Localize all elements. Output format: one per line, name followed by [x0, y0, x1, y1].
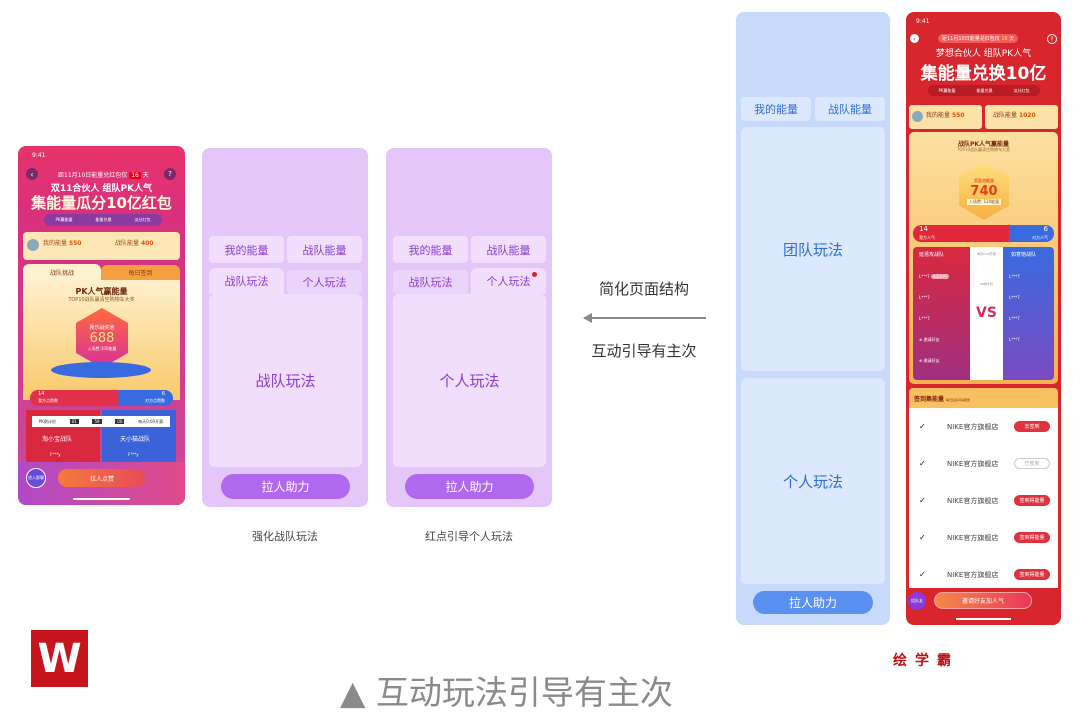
team-left-name: 淘小宝战队	[42, 436, 73, 443]
invite-friends-button[interactable]: 邀请好友加人气	[934, 592, 1032, 609]
energy-bar[interactable]: 我的能量 550 战队能量 400	[23, 232, 180, 260]
wireframe-team-emphasis: 我的能量 战队能量 战队玩法 个人玩法 战队玩法 拉人助力	[202, 148, 368, 507]
team-play-area[interactable]: 团队玩法	[741, 127, 885, 371]
nike-logo-icon: ✓	[919, 570, 926, 579]
card-subtitle: TOP10战队赢清空购物车大奖	[956, 147, 1011, 152]
countdown: 距11月10日能量兑红包仅 16 天	[58, 172, 149, 179]
tab-my-energy[interactable]: 我的能量	[741, 97, 811, 121]
brand-name: 绘学霸	[893, 653, 959, 669]
vs-label: VS	[976, 305, 997, 321]
arrow-label-top: 简化页面结构	[598, 280, 689, 298]
tab-team-energy[interactable]: 战队能量	[471, 236, 546, 263]
shop-row: ✓NIKE官方旗舰店签到得能量	[909, 556, 1058, 588]
arrow-left-icon	[584, 317, 706, 319]
wireframe-red-dot: 我的能量 战队能量 战队玩法 个人玩法 个人玩法 拉人助力	[386, 148, 552, 507]
shop-row: ✓NIKE官方旗舰店签到得能量	[909, 519, 1058, 556]
back-button[interactable]: ‹	[26, 168, 38, 180]
home-indicator	[73, 498, 130, 500]
stage: PK赢能量	[55, 217, 73, 222]
shop-row: ✓NIKE官方旗舰店签到得能量	[909, 482, 1058, 519]
red-dot-badge	[532, 272, 537, 277]
title: 集能量瓜分10亿红包	[31, 194, 172, 212]
footer-title: ▲ 互动玩法引导有主次	[340, 673, 673, 712]
nike-logo-icon: ✓	[919, 422, 926, 431]
stage: 瓜分红包	[134, 217, 151, 222]
stages: PK赢能量 能量兑换 瓜分红包	[44, 214, 162, 226]
tab-daily-signin[interactable]: 每日签到	[101, 265, 180, 280]
countdown: 距11月10日能量兑红包仅 16 天	[938, 34, 1019, 43]
home-indicator	[956, 618, 1011, 620]
card-title: PK人气赢能量	[75, 287, 128, 296]
status-time: 9:41	[916, 18, 930, 25]
help-button[interactable]: ?	[164, 168, 176, 180]
signin-button[interactable]: 签到得能量	[1014, 532, 1050, 543]
stages: PK赢能量能量兑换瓜分红包	[928, 85, 1040, 96]
invite-help-button[interactable]: 拉人助力	[405, 474, 534, 499]
platform	[51, 362, 151, 378]
shop-list: ✓NIKE官方旗舰店去签到 ✓NIKE官方旗舰店已签到 ✓NIKE官方旗舰店签到…	[909, 408, 1058, 588]
pk-card: 战队PK人气赢能量 TOP10战队赢清空购物车大奖 奖励池能量 740 入场费:…	[909, 132, 1058, 384]
subtab-team[interactable]: 战队玩法	[209, 268, 284, 294]
my-energy-card[interactable]: 我的能量 550	[909, 105, 982, 129]
caption-2: 红点引导个人玩法	[425, 530, 513, 543]
signin-button[interactable]: 签到得能量	[1014, 569, 1050, 580]
invite-help-button[interactable]: 拉人助力	[221, 474, 350, 499]
shop-row: ✓NIKE官方旗舰店已签到	[909, 445, 1058, 482]
help-button[interactable]: ?	[1047, 34, 1057, 44]
signed-button[interactable]: 已签到	[1014, 458, 1050, 469]
team-play-area[interactable]: 战队玩法	[209, 294, 362, 467]
title: 集能量兑换10亿	[920, 64, 1047, 84]
team-energy-card[interactable]: 战队能量 1020	[985, 105, 1058, 129]
personal-play-area[interactable]: 个人玩法	[393, 294, 546, 467]
invite-friend-button[interactable]: ⊕ 邀请好友	[919, 337, 940, 342]
nike-logo-icon: ✓	[919, 496, 926, 505]
arrow-label-bottom: 互动引导有主次	[591, 342, 697, 360]
signin-button[interactable]: 去签到	[1014, 421, 1050, 432]
personal-play-area[interactable]: 个人玩法	[741, 378, 885, 584]
avatar	[27, 239, 39, 251]
team-right-name: 天小猫战队	[120, 436, 151, 443]
nike-logo-icon: ✓	[919, 459, 926, 468]
card-subtitle: TOP10战队赢清空购物车大奖	[68, 297, 135, 303]
shop-row: ✓NIKE官方旗舰店去签到	[909, 408, 1058, 445]
subtitle: 双11合伙人 组队PK人气	[50, 184, 153, 194]
card-title: 战队PK人气赢能量	[957, 141, 1010, 148]
team-left-name: 延禧攻战队	[919, 252, 945, 258]
wireframe-simplified: 我的能量 战队能量 团队玩法 个人玩法 拉人助力	[736, 12, 890, 625]
prize-pool: 娱乐战奖池 688 入场费:100能量	[76, 308, 128, 368]
join-chat-button[interactable]: 进入群聊	[26, 468, 46, 488]
left-phone-mockup: 9:41 ‹ ? 距11月10日能量兑红包仅 16 天 双11合伙人 组队PK人…	[18, 146, 185, 505]
tab-my-energy[interactable]: 我的能量	[209, 236, 284, 263]
invite-help-button[interactable]: 拉人助力	[753, 591, 873, 614]
caption-1: 强化战队玩法	[252, 530, 318, 543]
team-button[interactable]: 组队友	[908, 592, 926, 610]
invite-friend-button[interactable]: ⊕ 邀请好友	[919, 358, 940, 363]
prize-pool: 奖励池能量 740 入场费: 120能量	[959, 162, 1009, 220]
tab-team-energy[interactable]: 战队能量	[287, 236, 362, 263]
signin-button[interactable]: 签到得能量	[1014, 495, 1050, 506]
status-time: 9:41	[32, 152, 46, 159]
challenge-card: PK人气赢能量 TOP10战队赢清空购物车大奖 娱乐战奖池 688 入场费:10…	[23, 280, 180, 400]
subtitle: 梦想合伙人 组队PK人气	[935, 49, 1032, 59]
team-right-name: 如意馆战队	[1011, 252, 1037, 258]
tab-team-energy[interactable]: 战队能量	[815, 97, 885, 121]
stage: 能量兑换	[95, 217, 112, 222]
subtab-team[interactable]: 战队玩法	[393, 270, 468, 294]
subtab-personal[interactable]: 个人玩法	[471, 268, 546, 294]
tab-my-energy[interactable]: 我的能量	[393, 236, 468, 263]
subtab-personal[interactable]: 个人玩法	[287, 270, 362, 294]
tab-team-challenge[interactable]: 战队挑战	[23, 264, 101, 280]
back-button[interactable]: ‹	[910, 34, 919, 43]
invite-like-button[interactable]: 拉人点赞	[58, 469, 146, 487]
nike-logo-icon: ✓	[919, 533, 926, 542]
signin-header: 签到集能量 每日签多可得能量	[909, 388, 1058, 408]
logo: W	[31, 630, 88, 687]
right-phone-mockup: 9:41 ‹ ? 距11月10日能量兑红包仅 16 天 梦想合伙人 组队PK人气…	[906, 12, 1061, 625]
